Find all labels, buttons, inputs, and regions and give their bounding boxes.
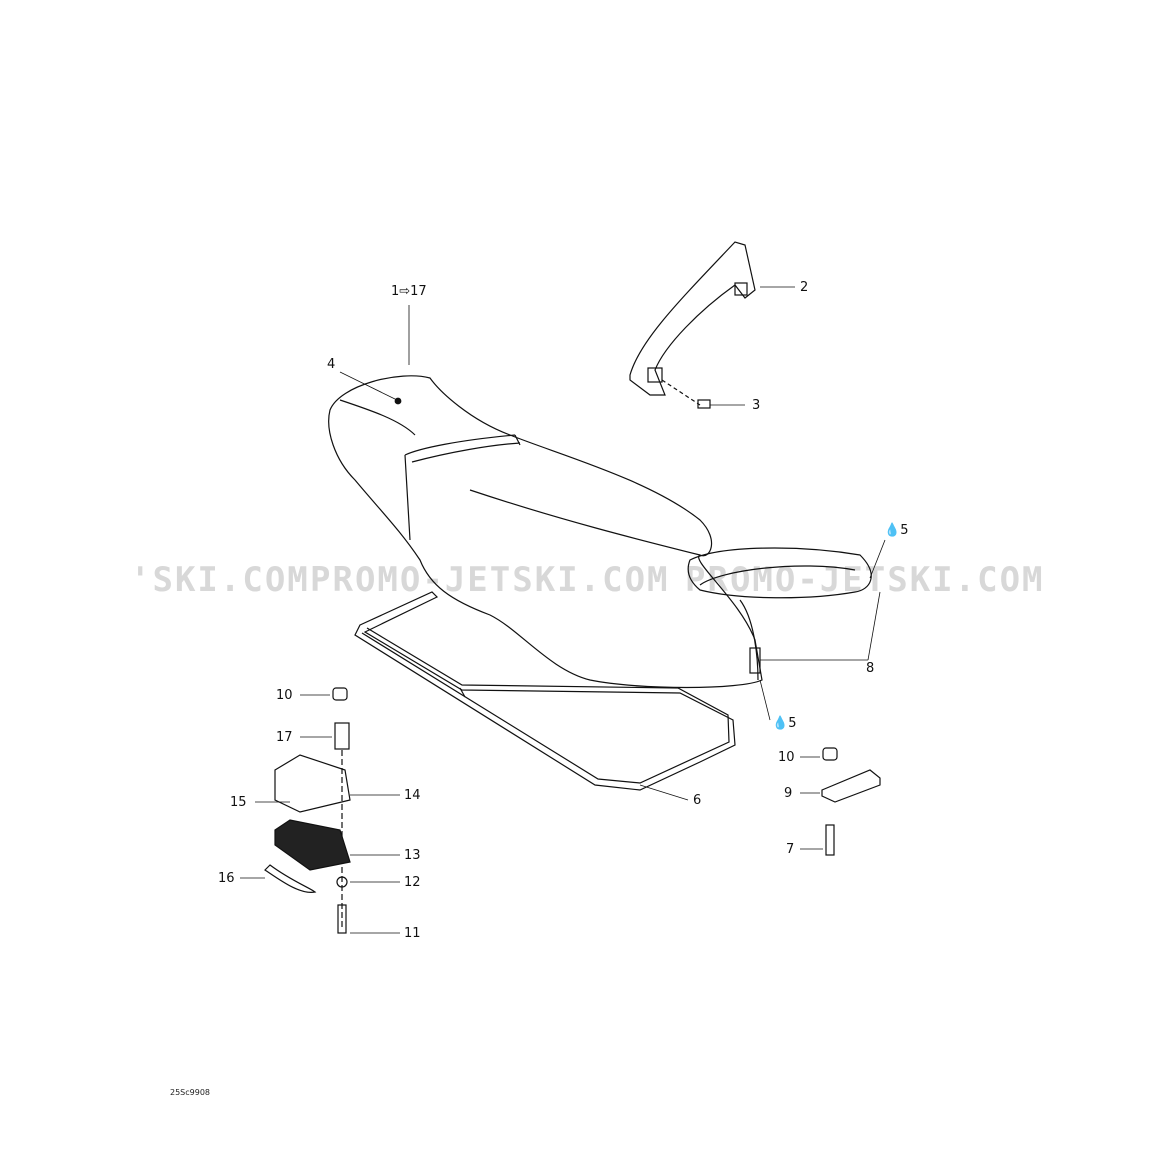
bolt-7-drawing	[825, 824, 835, 856]
callout-2: 2	[800, 280, 809, 295]
callout-13: 13	[404, 848, 421, 863]
callout-11: 11	[404, 926, 421, 941]
callout-16: 16	[218, 871, 235, 886]
callout-3: 3	[752, 398, 761, 413]
callout-10-left: 10	[276, 688, 293, 703]
callout-kit: 1⇨17	[391, 284, 427, 299]
callout-15: 15	[230, 795, 247, 810]
watermark: PROMO-JETSKI.COM	[685, 560, 1045, 600]
drop-icon: 💧	[772, 716, 789, 731]
seat-drawing	[328, 375, 872, 689]
nut-10-drawing	[332, 687, 348, 701]
screw-3-drawing	[697, 399, 711, 409]
callout-5-top: 💧5	[884, 523, 909, 538]
callout-14: 14	[404, 788, 421, 803]
callout-10-right: 10	[778, 750, 795, 765]
grab-handle-drawing	[629, 241, 756, 396]
callout-9: 9	[784, 786, 793, 801]
spacer-17-drawing	[334, 722, 350, 750]
nut-10b-drawing	[822, 747, 838, 761]
watermark: PROMO-JETSKI.COM	[310, 560, 670, 600]
watermark: 'SKI.COM	[130, 560, 310, 600]
plate-9-drawing	[821, 769, 881, 803]
callout-12: 12	[404, 875, 421, 890]
drawing-code: 25Sc9908	[170, 1088, 211, 1097]
callout-5-bottom: 💧5	[772, 716, 797, 731]
callout-8: 8	[866, 661, 875, 676]
callout-7: 7	[786, 842, 795, 857]
base-13-drawing	[274, 819, 351, 871]
seat-frame-drawing	[354, 591, 736, 791]
bolt-11-drawing	[337, 904, 347, 934]
callout-6: 6	[693, 793, 702, 808]
clip-16-drawing	[264, 864, 317, 893]
callout-4: 4	[327, 357, 336, 372]
plate-14-15-drawing	[274, 754, 351, 813]
drop-icon: 💧	[884, 523, 901, 538]
washer-12-drawing	[336, 876, 348, 888]
callout-17: 17	[276, 730, 293, 745]
